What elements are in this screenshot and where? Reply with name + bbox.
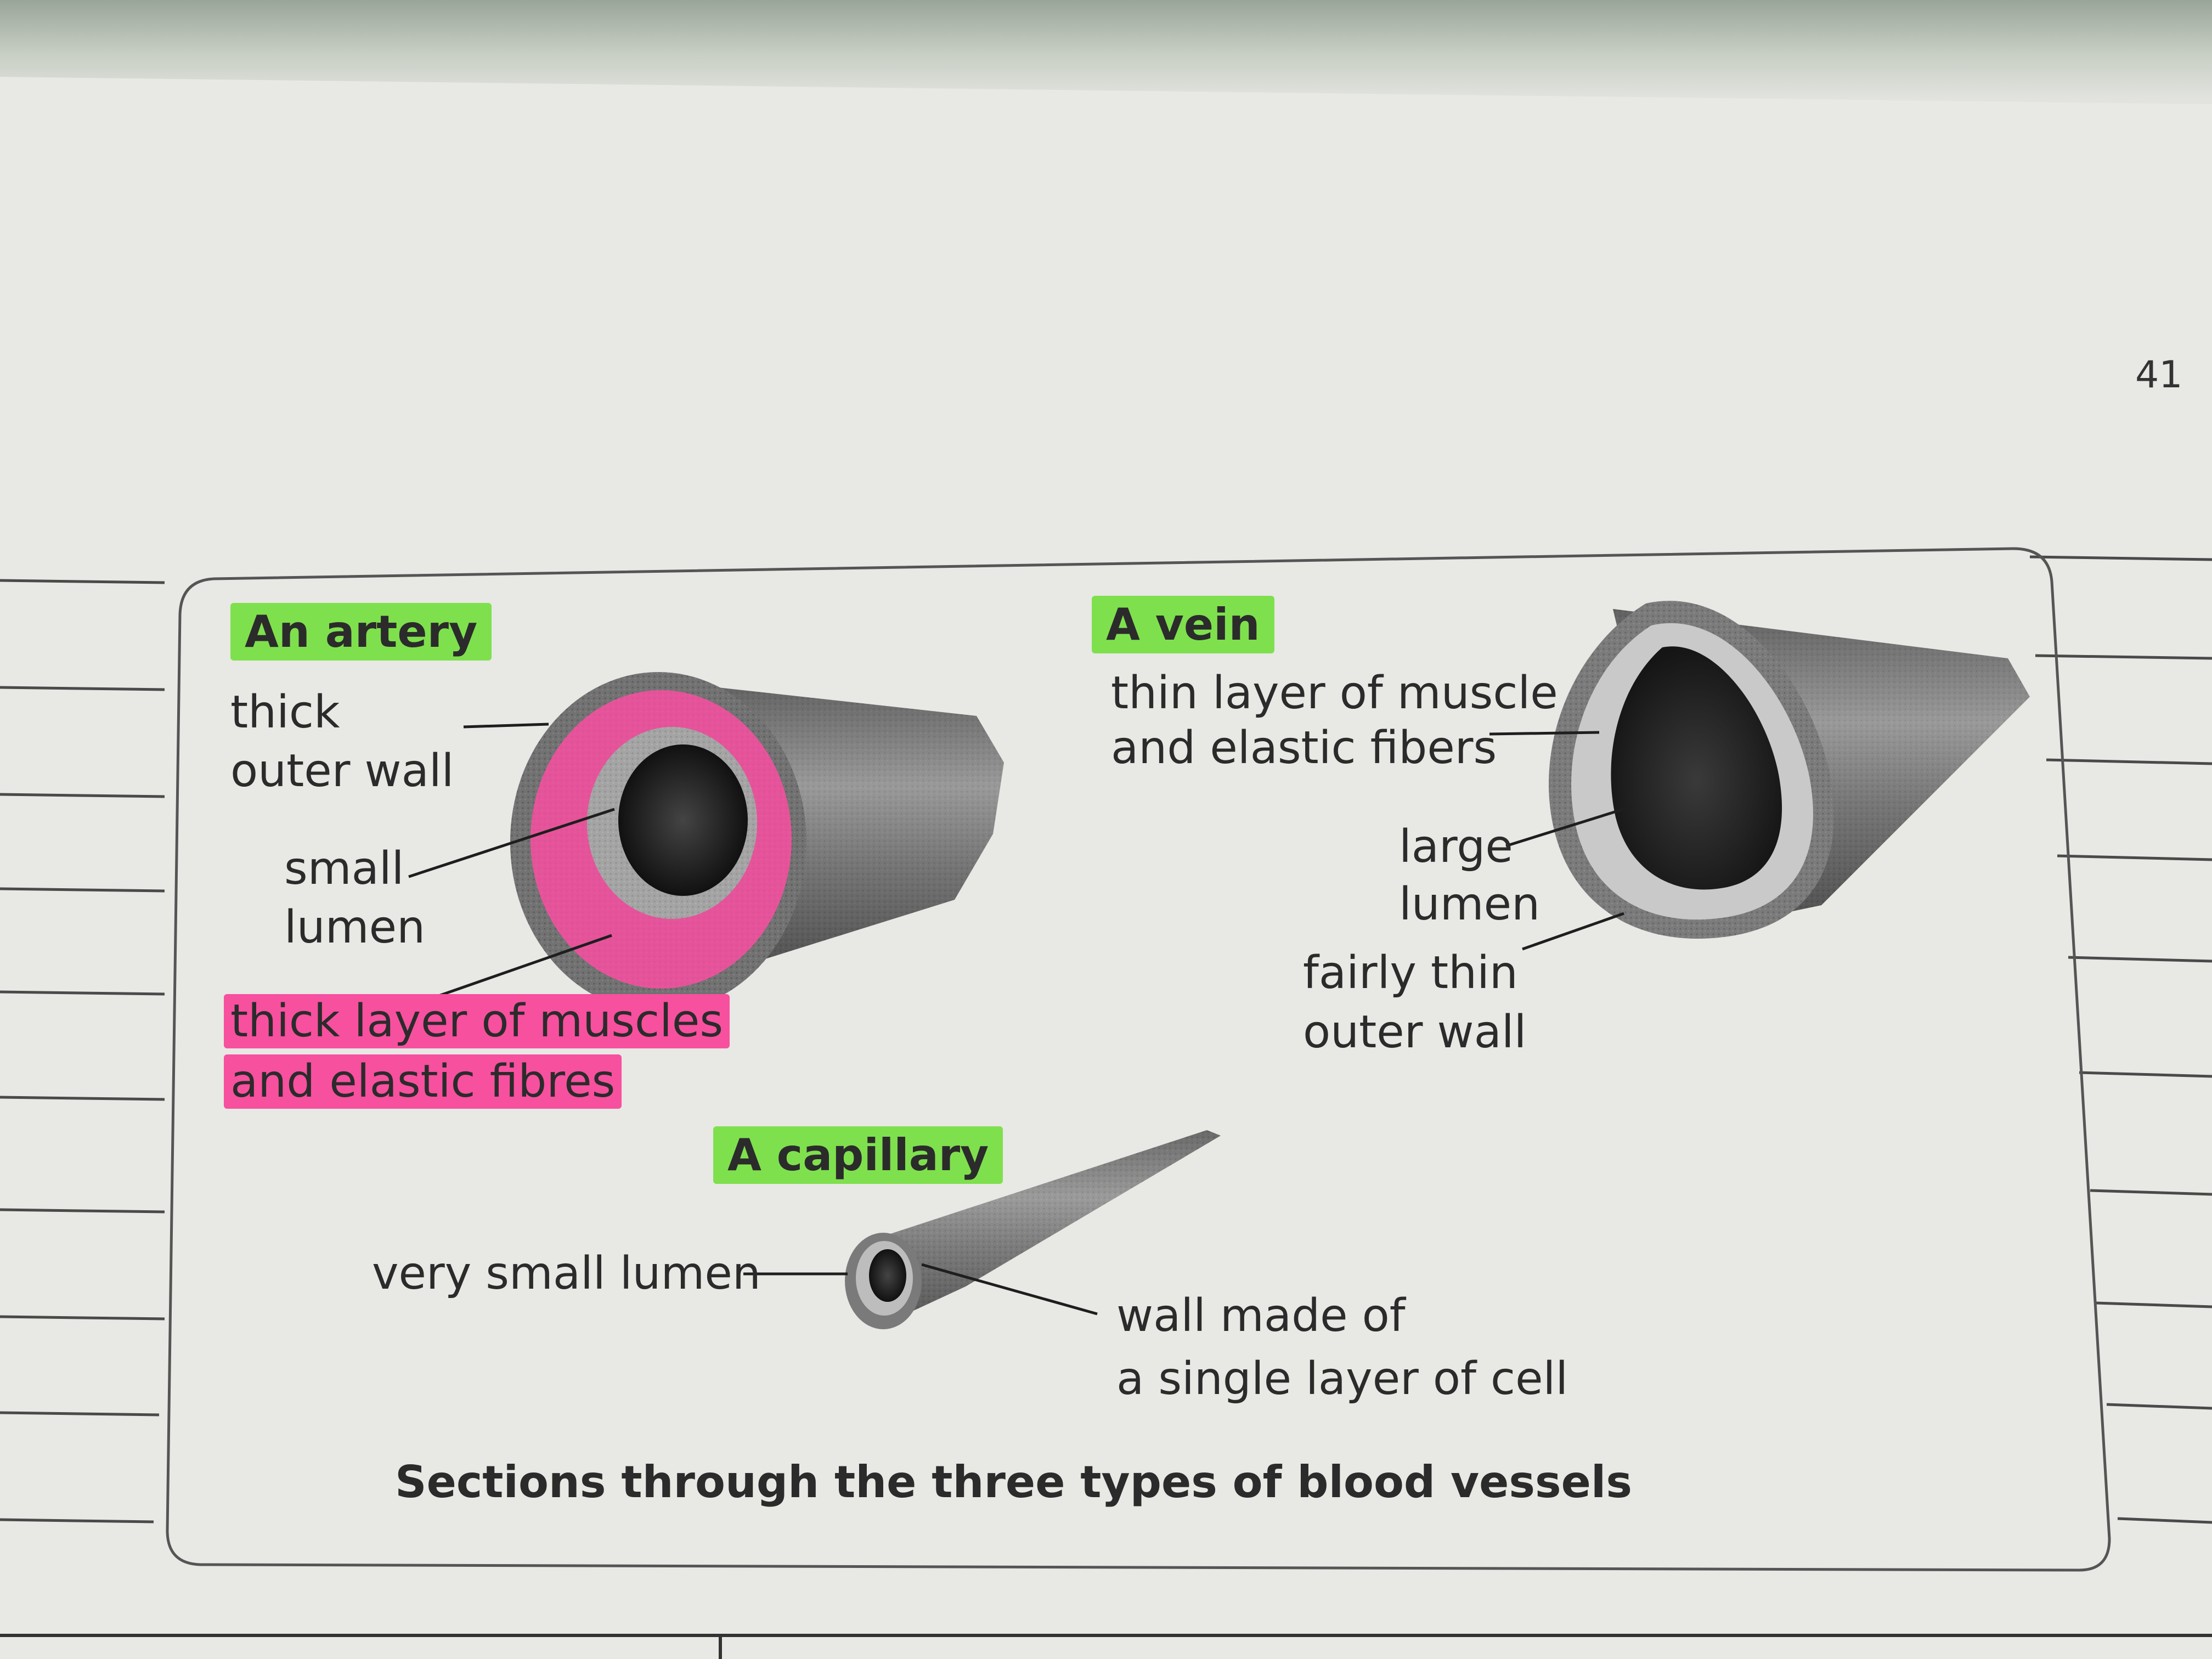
vein-label-muscle-2: and elastic fibers: [1111, 722, 1497, 774]
capillary-title-text: A capillary: [713, 1126, 1003, 1184]
ruled-lines-right: [2029, 555, 2212, 1524]
artery-label-outer-wall: outer wall: [230, 745, 454, 797]
capillary-label-wall-1: wall made of: [1116, 1290, 1406, 1342]
table-divider: [719, 1635, 722, 1659]
capillary-title: A capillary: [713, 1126, 1003, 1185]
artery-lumen: [618, 744, 748, 896]
artery-label-muscle-1: thick layer of muscles: [224, 992, 730, 1051]
vein-label-lumen: lumen: [1399, 878, 1541, 930]
vein-label-large: large: [1399, 821, 1513, 873]
vein-leader-lines: [1489, 731, 1633, 951]
diagram-frame: [166, 547, 2111, 1572]
vein-title: A vein: [1092, 595, 1274, 654]
vein-title-text: A vein: [1092, 596, 1274, 653]
capillary-lumen: [869, 1249, 906, 1302]
artery-label-thick: thick: [230, 686, 340, 738]
artery-label-muscle-2: and elastic fibres: [224, 1052, 622, 1111]
capillary-leader-lines: [743, 1263, 1098, 1316]
artery-leader-lines: [408, 723, 615, 997]
artery-label-small: small: [284, 843, 404, 895]
vein-label-muscle-1: thin layer of muscle: [1111, 667, 1558, 719]
vein-illustration: [1549, 601, 2030, 939]
capillary-illustration: [845, 1130, 1221, 1329]
artery-illustration: [510, 672, 1004, 1012]
paper-page: [0, 77, 2212, 1659]
vein-label-wall-2: outer wall: [1303, 1006, 1527, 1058]
capillary-label-lumen: very small lumen: [372, 1248, 761, 1300]
capillary-label-wall-2: a single layer of cell: [1116, 1353, 1568, 1405]
vein-lumen: [1611, 646, 1782, 890]
artery-title: An artery: [230, 602, 492, 662]
artery-muscle-text-2: and elastic fibres: [224, 1054, 622, 1109]
artery-muscle-text-1: thick layer of muscles: [224, 994, 730, 1048]
figure-caption: Sections through the three types of bloo…: [395, 1457, 1632, 1508]
artery-label-lumen: lumen: [284, 901, 426, 953]
bottom-table-line: [0, 1634, 2212, 1637]
page-number: 41: [2135, 353, 2183, 397]
vein-label-wall-1: fairly thin: [1303, 947, 1518, 999]
ruled-lines-left: [0, 579, 165, 1523]
artery-title-text: An artery: [230, 603, 492, 661]
